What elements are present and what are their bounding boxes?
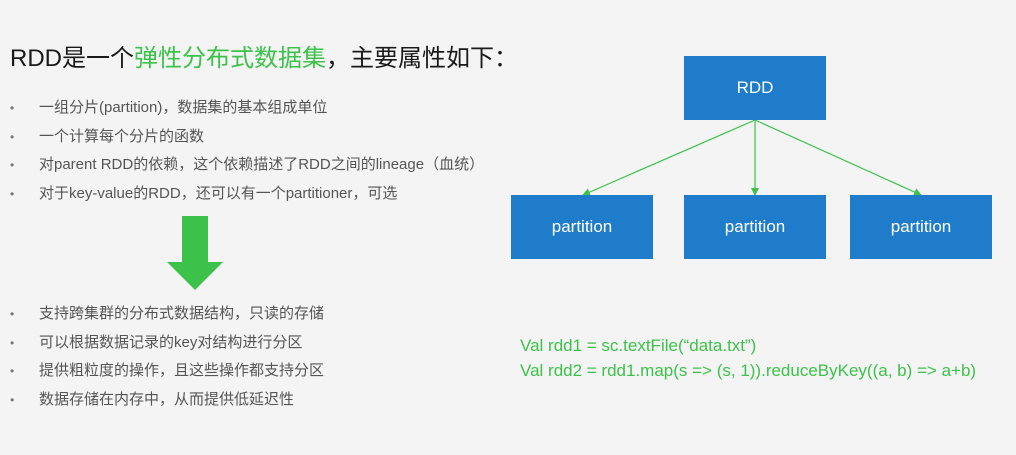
list-item-text: 可以根据数据记录的key对结构进行分区 bbox=[39, 333, 303, 351]
list-item-text: 提供粗粒度的操作，且这些操作都支持分区 bbox=[39, 362, 325, 379]
list-item: • 一个计算每个分片的函数 bbox=[10, 123, 484, 152]
slide-title: RDD是一个弹性分布式数据集，主要属性如下： bbox=[10, 38, 518, 73]
rdd-features-list: • 支持跨集群的分布式数据结构，只读的存储 • 可以根据数据记录的key对结构进行分… bbox=[10, 300, 324, 414]
list-item-text: 一个计算每个分片的函数 bbox=[39, 127, 205, 145]
list-item: • 数据存储在内存中，从而提供低延迟性 bbox=[10, 386, 324, 415]
bullet: • bbox=[10, 129, 15, 144]
list-item: • 对于key-value的RDD，还可以有一个partitioner，可选 bbox=[10, 180, 484, 209]
code-snippet: Val rdd1 = sc.textFile(“data.txt”) Val r… bbox=[520, 333, 976, 383]
list-item: • 支持跨集群的分布式数据结构，只读的存储 bbox=[10, 300, 324, 329]
list-item-text: 对parent RDD的依赖，这个依赖描述了RDD之间的lineage（血统） bbox=[39, 156, 485, 173]
partition-node-label: partition bbox=[724, 217, 786, 236]
title-highlight: 弹性分布式数据集 bbox=[134, 45, 326, 72]
list-item-text: 对于key-value的RDD，还可以有一个partitioner，可选 bbox=[39, 184, 398, 202]
rdd-node-label: RDD bbox=[736, 78, 774, 97]
partition-node: partition bbox=[850, 195, 992, 259]
rdd-node: RDD bbox=[684, 56, 826, 120]
title-prefix: RDD是一个 bbox=[10, 45, 134, 72]
list-item: • 提供粗粒度的操作，且这些操作都支持分区 bbox=[10, 357, 324, 386]
partition-node-label: partition bbox=[551, 217, 613, 236]
list-item-text: 一组分片(partition)，数据集的基本组成单位 bbox=[39, 99, 328, 116]
code-line: Val rdd1 = sc.textFile(“data.txt”) bbox=[520, 336, 757, 355]
arrow-down-icon bbox=[167, 216, 223, 290]
bullet: • bbox=[10, 364, 15, 378]
rdd-properties-list: • 一组分片(partition)，数据集的基本组成单位 • 一个计算每个分片的函数… bbox=[10, 94, 484, 208]
bullet: • bbox=[10, 335, 15, 350]
title-suffix: ，主要属性如下： bbox=[326, 45, 518, 72]
bullet: • bbox=[10, 186, 15, 201]
list-item: • 可以根据数据记录的key对结构进行分区 bbox=[10, 329, 324, 358]
list-item: • 一组分片(partition)，数据集的基本组成单位 bbox=[10, 94, 484, 123]
connector-line bbox=[582, 119, 756, 196]
connector-line bbox=[754, 119, 922, 196]
partition-node-label: partition bbox=[890, 217, 952, 236]
partition-node: partition bbox=[684, 195, 826, 259]
list-item-text: 数据存储在内存中，从而提供低延迟性 bbox=[39, 390, 295, 408]
bullet: • bbox=[10, 101, 15, 115]
list-item-text: 支持跨集群的分布式数据结构，只读的存储 bbox=[39, 305, 325, 322]
partition-node: partition bbox=[511, 195, 653, 259]
bullet: • bbox=[10, 392, 15, 407]
bullet: • bbox=[10, 158, 15, 172]
code-line: Val rdd2 = rdd1.map(s => (s, 1)).reduceB… bbox=[520, 361, 977, 380]
bullet: • bbox=[10, 307, 15, 321]
list-item: • 对parent RDD的依赖，这个依赖描述了RDD之间的lineage（血统） bbox=[10, 151, 484, 180]
